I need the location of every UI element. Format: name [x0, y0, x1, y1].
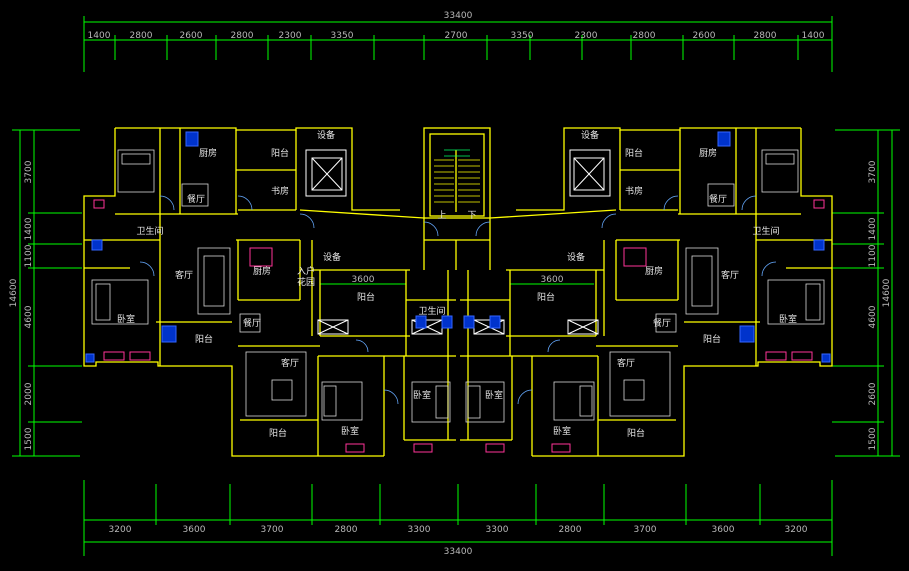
top-dim-6: 3350 [331, 31, 354, 41]
room-label-right-equip-top: 设备 [581, 129, 599, 141]
left-dim-5: 2000 [24, 382, 34, 405]
bottom-dim-3: 3700 [261, 525, 284, 535]
room-label-center-bed-right: 卧室 [485, 389, 503, 401]
top-dim-12: 2800 [754, 31, 777, 41]
right-total-dim: 14600 [882, 278, 892, 307]
right-dim-3: 1100 [868, 244, 878, 267]
room-label-right-balcony-center: 阳台 [537, 291, 555, 303]
doors [139, 195, 777, 405]
inner-dim-right: 3600 [541, 275, 564, 285]
room-label-left-bed-bottom: 卧室 [341, 425, 359, 437]
fixtures [85, 131, 831, 363]
bottom-dim-9: 3600 [712, 525, 735, 535]
room-label-right-bed: 卧室 [779, 313, 797, 325]
bottom-dim-8: 3700 [634, 525, 657, 535]
stair-label-up: 上 [437, 210, 446, 221]
dimension-lines [12, 16, 900, 556]
room-label-right-equip-mid: 设备 [567, 251, 585, 263]
top-dim-2: 2800 [130, 31, 153, 41]
room-label-right-living: 客厅 [721, 269, 739, 281]
room-label-center-bed-left: 卧室 [413, 389, 431, 401]
room-label-left-balcony-mid: 阳台 [195, 333, 213, 345]
room-label-right-dining-lower: 餐厅 [653, 317, 671, 329]
room-label-left-kitchen: 厨房 [199, 147, 217, 159]
room-label-right-kitchen: 厨房 [699, 147, 717, 159]
left-dim-3: 1100 [24, 244, 34, 267]
room-labels: 厨房 阳台 书房 设备 餐厅 卫生间 客厅 卧室 阳台 厨房 入户花园 设备 阳… [117, 129, 797, 439]
bottom-dim-10: 3200 [785, 525, 808, 535]
left-dim-2: 1400 [24, 217, 34, 240]
room-label-right-bath: 卫生间 [752, 225, 779, 237]
walls [83, 127, 833, 457]
bottom-dim-7: 2800 [559, 525, 582, 535]
room-label-left-balcony-bottom: 阳台 [269, 427, 287, 439]
stair-label-down: 下 [467, 211, 476, 221]
bottom-dim-5: 3300 [408, 525, 431, 535]
room-label-right-study: 书房 [625, 185, 643, 197]
room-label-left-study: 书房 [271, 185, 289, 197]
room-label-left-living-lower: 客厅 [281, 357, 299, 369]
room-label-right-dining-top: 餐厅 [709, 193, 727, 205]
right-dim-2: 1400 [868, 217, 878, 240]
top-dim-1: 1400 [88, 31, 111, 41]
room-label-left-equip-top: 设备 [317, 129, 335, 141]
left-dim-4: 4600 [24, 305, 34, 328]
room-label-left-living: 客厅 [175, 269, 193, 281]
room-label-right-balcony-bottom: 阳台 [627, 427, 645, 439]
top-dim-4: 2800 [231, 31, 254, 41]
left-dim-1: 3700 [24, 160, 34, 183]
elevators [305, 149, 611, 335]
top-total-dim: 33400 [444, 11, 473, 21]
top-dim-3: 2600 [180, 31, 203, 41]
top-dim-10: 2800 [633, 31, 656, 41]
right-dim-1: 3700 [868, 160, 878, 183]
room-label-left-bed: 卧室 [117, 313, 135, 325]
right-dim-5: 2600 [868, 382, 878, 405]
room-label-right-balcony-mid: 阳台 [703, 333, 721, 345]
room-label-right-kitchen2: 厨房 [645, 265, 663, 277]
room-label-right-top-balcony: 阳台 [625, 147, 643, 159]
room-label-left-bath: 卫生间 [136, 225, 163, 237]
top-dim-11: 2600 [693, 31, 716, 41]
bottom-total-dim: 33400 [444, 547, 473, 557]
left-dim-6: 1500 [24, 427, 34, 450]
dimension-texts: 33400 1400 2800 2600 2800 2300 3350 2700… [9, 11, 892, 557]
top-dim-9: 2300 [575, 31, 598, 41]
furniture [91, 149, 825, 423]
bottom-dim-4: 2800 [335, 525, 358, 535]
bottom-dim-2: 3600 [183, 525, 206, 535]
top-dim-5: 2300 [279, 31, 302, 41]
room-label-left-balcony-center: 阳台 [357, 291, 375, 303]
room-label-right-bed-bottom: 卧室 [553, 425, 571, 437]
room-label-left-dining-top: 餐厅 [187, 193, 205, 205]
room-label-left-equip-mid: 设备 [323, 251, 341, 263]
right-dim-6: 1500 [868, 427, 878, 450]
inner-dim-left: 3600 [352, 275, 375, 285]
room-label-left-top-balcony: 阳台 [271, 147, 289, 159]
left-total-dim: 14600 [9, 278, 19, 307]
windows [93, 199, 825, 453]
room-label-left-kitchen2: 厨房 [253, 265, 271, 277]
room-label-left-dining-lower: 餐厅 [243, 317, 261, 329]
room-label-center-bath: 卫生间 [418, 305, 445, 317]
bottom-dim-1: 3200 [109, 525, 132, 535]
stair-treads [434, 149, 480, 203]
top-dim-7: 2700 [445, 31, 468, 41]
bottom-dim-6: 3300 [486, 525, 509, 535]
room-label-right-living-lower: 客厅 [617, 357, 635, 369]
top-dim-8: 3350 [511, 31, 534, 41]
top-dim-13: 1400 [802, 31, 825, 41]
room-label-left-entry-garden: 入户花园 [297, 265, 315, 288]
right-dim-4: 4600 [868, 305, 878, 328]
